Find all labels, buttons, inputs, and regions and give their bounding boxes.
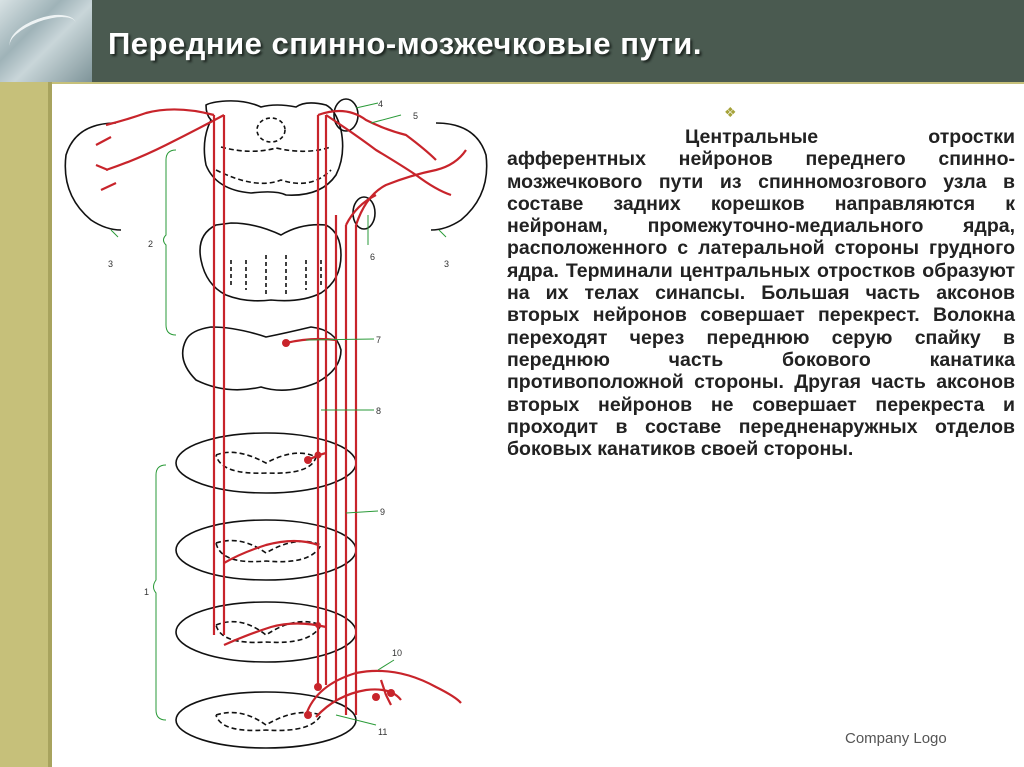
company-logo: Company Logo — [845, 730, 947, 747]
diagram-label-10: 10 — [392, 648, 402, 658]
header-bar — [0, 0, 1024, 82]
left-decorative-strip — [0, 82, 52, 767]
diagram-label-6: 6 — [370, 252, 375, 262]
diagram-label-9: 9 — [380, 507, 385, 517]
diagram-label-5: 5 — [413, 111, 418, 121]
diagram-label-1: 1 — [144, 587, 149, 597]
diagram-label-8: 8 — [376, 406, 381, 416]
page-title: Передние спинно-мозжечковые пути. — [108, 26, 702, 61]
bullet-icon: ❖ — [724, 104, 737, 120]
diagram-label-3-right: 3 — [444, 259, 449, 269]
diagram-label-3-left: 3 — [108, 259, 113, 269]
diagram-label-11: 11 — [378, 727, 387, 737]
diagram-label-7: 7 — [376, 335, 381, 345]
diagram-label-2: 2 — [148, 239, 153, 249]
diagram-label-4: 4 — [378, 99, 383, 109]
spinocerebellar-pathway-diagram: 1 2 3 3 4 5 6 7 8 9 10 11 — [64, 98, 488, 749]
top-divider — [52, 82, 1024, 84]
body-paragraph: Центральные отростки афферентных нейроно… — [507, 126, 1015, 461]
header-decorative-image — [0, 0, 92, 82]
